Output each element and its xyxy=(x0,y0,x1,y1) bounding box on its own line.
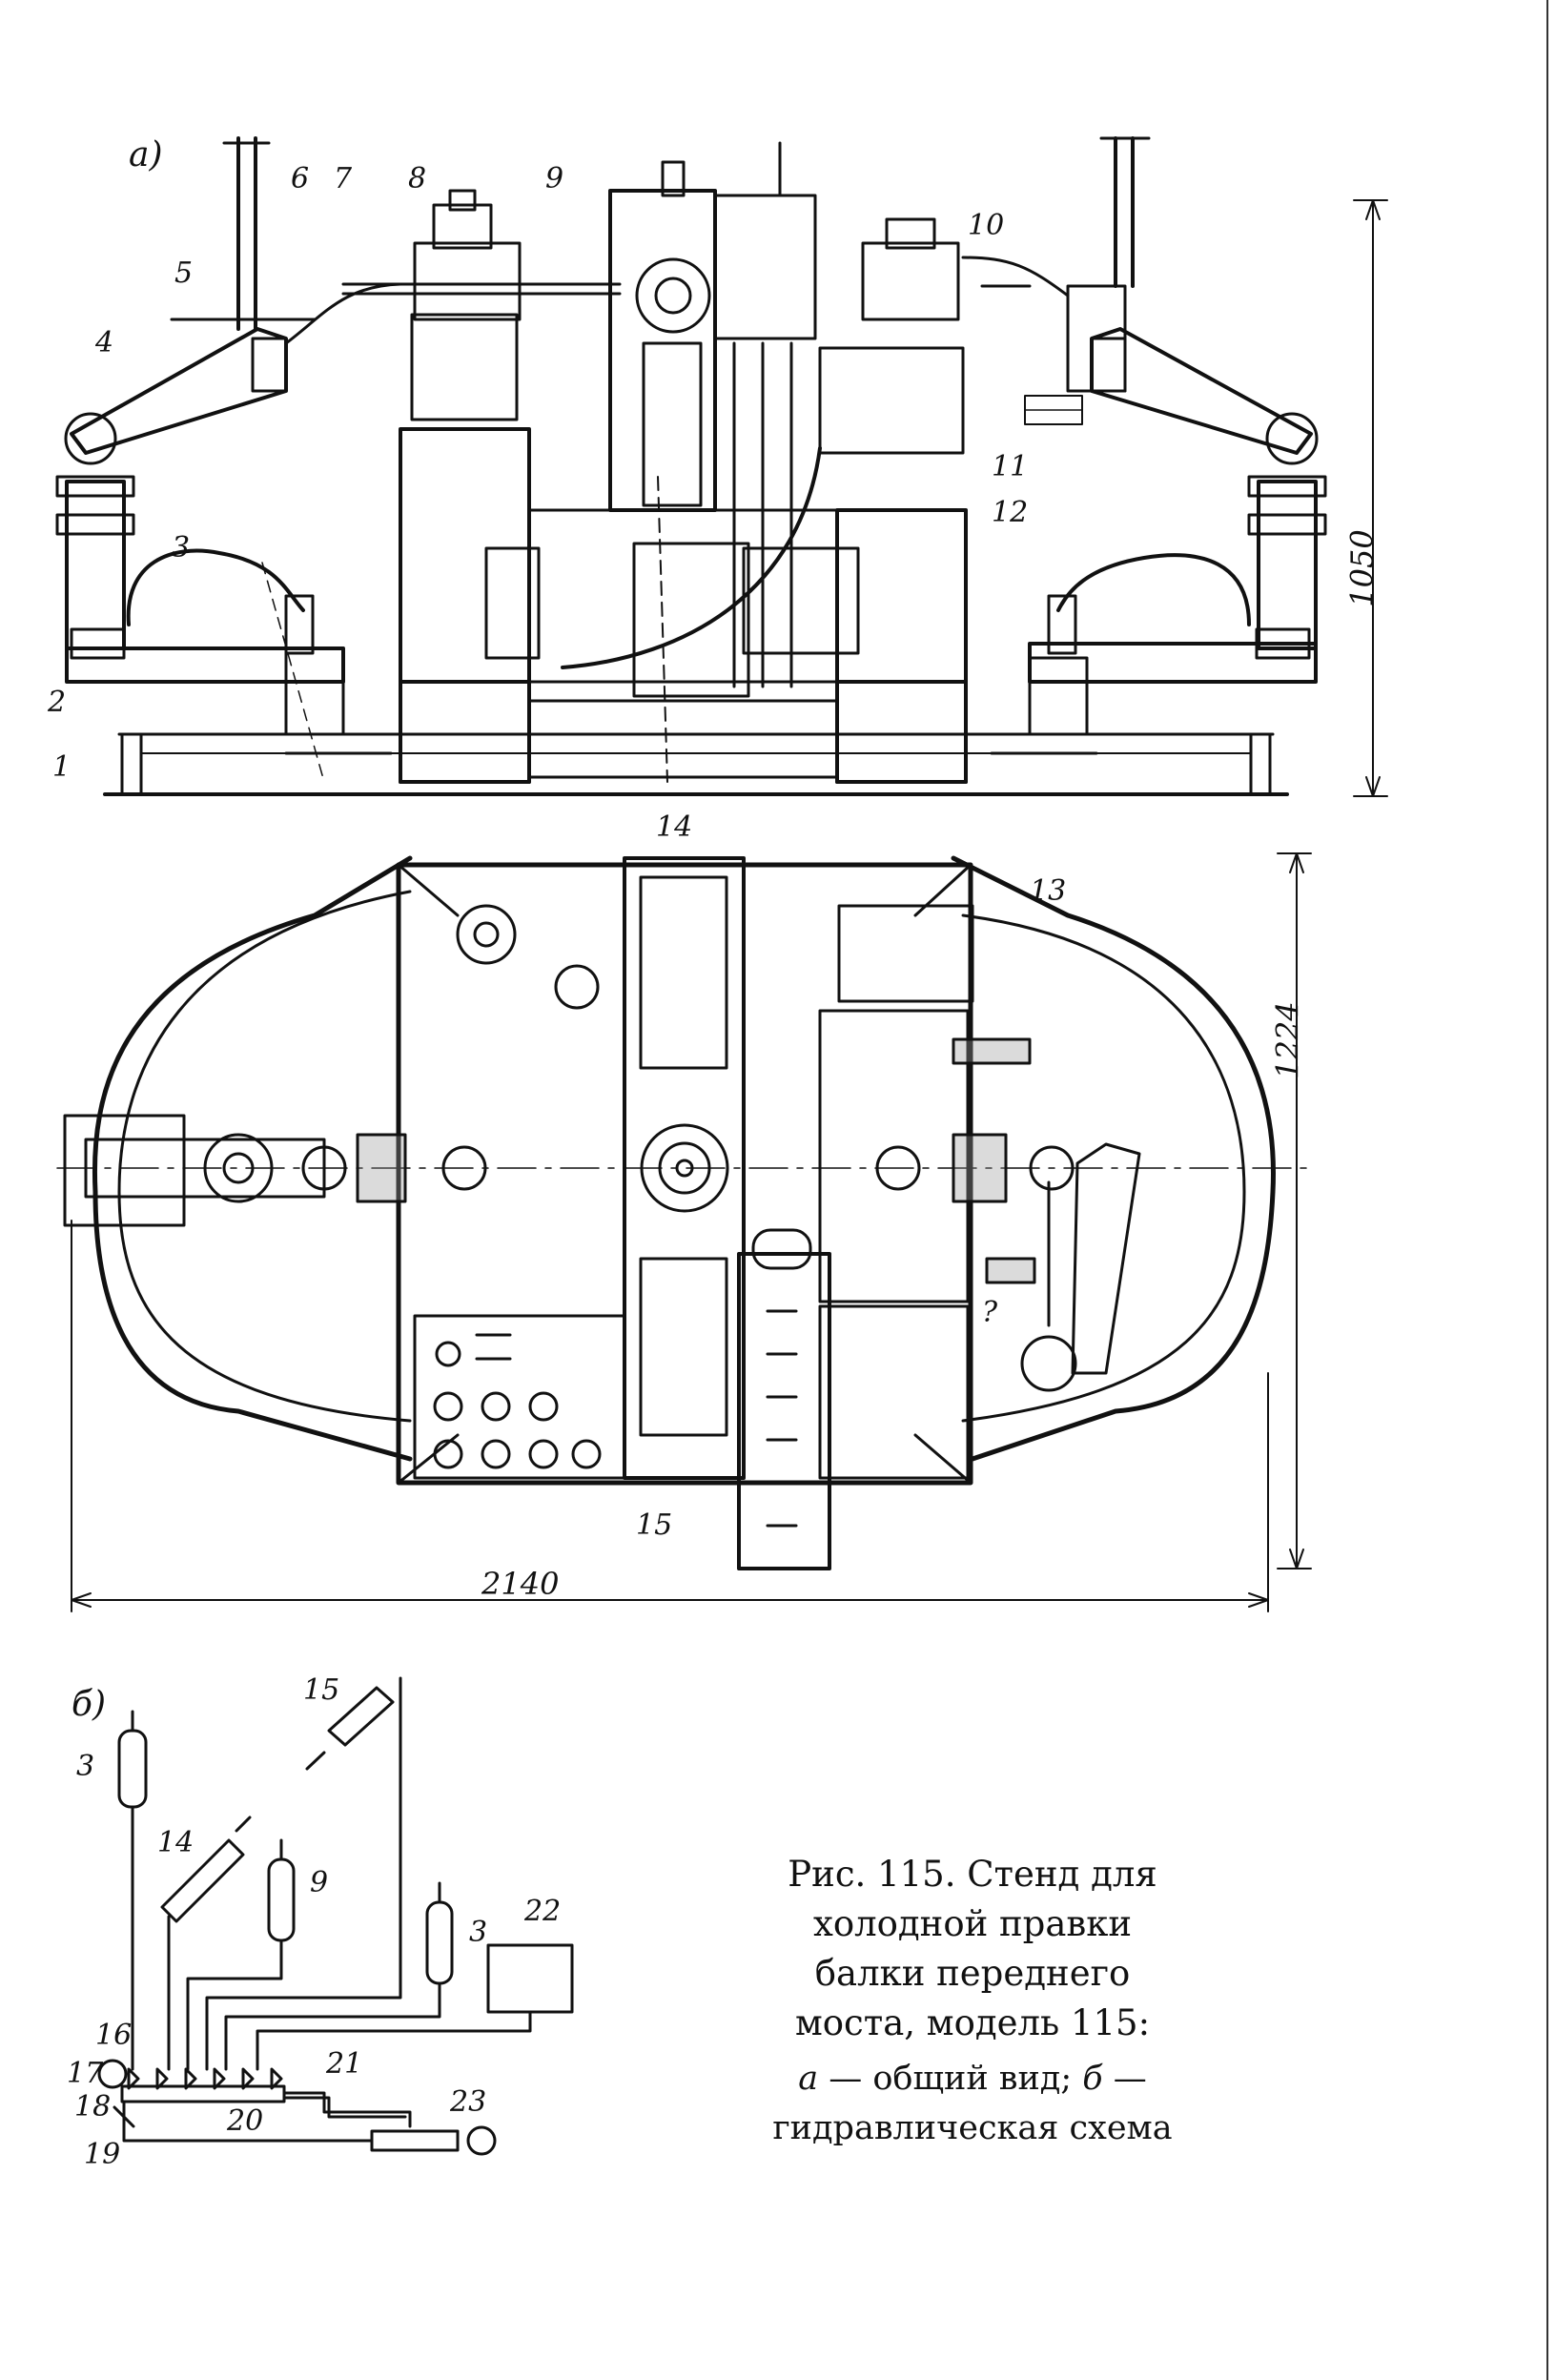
callout-11: 11 xyxy=(992,450,1029,483)
dimension-height: 1050 xyxy=(1343,529,1381,607)
callout-15: 15 xyxy=(636,1508,673,1542)
callout-10: 10 xyxy=(968,209,1005,242)
caption-legend: а — общий вид; б — гидравлическая схема xyxy=(753,2054,1192,2153)
callout-8: 8 xyxy=(408,162,427,195)
callout-9: 9 xyxy=(545,162,564,195)
legend-a-letter: а xyxy=(798,2060,819,2098)
callout-2: 2 xyxy=(48,686,67,719)
callout-b-21: 21 xyxy=(326,2047,363,2081)
callout-7: 7 xyxy=(334,162,353,195)
callout-5: 5 xyxy=(174,256,194,290)
callout-14: 14 xyxy=(656,810,693,844)
dimension-length: 2140 xyxy=(481,1566,560,1602)
plan-view xyxy=(56,852,1312,1612)
callout-b-17: 17 xyxy=(67,2057,104,2090)
callout-b-22: 22 xyxy=(524,1895,562,1928)
callout-b-19: 19 xyxy=(84,2138,121,2171)
callout-13: 13 xyxy=(1030,874,1067,908)
hydraulic-scheme xyxy=(97,1676,574,2156)
dimension-width: 1224 xyxy=(1269,1001,1306,1079)
callout-b-3b: 3 xyxy=(469,1916,488,1949)
callout-b-20: 20 xyxy=(227,2104,264,2138)
callout-b-16: 16 xyxy=(95,2019,133,2052)
callout-6: 6 xyxy=(291,162,310,195)
callout-3: 3 xyxy=(172,531,191,564)
front-elevation-view xyxy=(55,136,1388,797)
callout-b-3a: 3 xyxy=(76,1750,95,1783)
callout-b-9: 9 xyxy=(310,1866,329,1899)
callout-b-18: 18 xyxy=(74,2090,112,2124)
view-b-label: б) xyxy=(72,1685,107,1724)
question-mark: ? xyxy=(982,1296,998,1329)
legend-b-text: — гидравлическая схема xyxy=(772,2060,1173,2147)
callout-b-14: 14 xyxy=(157,1826,194,1859)
callout-b-15: 15 xyxy=(303,1673,340,1707)
callout-4: 4 xyxy=(95,326,114,359)
figure-caption: Рис. 115. Стенд для холодной правки балк… xyxy=(753,1850,1192,2153)
callout-12: 12 xyxy=(992,496,1029,529)
view-a-label: а) xyxy=(129,135,163,174)
page-edge-line xyxy=(1546,0,1548,2380)
caption-title: Рис. 115. Стенд для холодной правки балк… xyxy=(788,1854,1157,2043)
callout-1: 1 xyxy=(52,750,72,784)
legend-a-text: — общий вид; xyxy=(818,2060,1083,2098)
legend-b-letter: б xyxy=(1082,2060,1103,2098)
callout-b-23: 23 xyxy=(450,2085,487,2119)
